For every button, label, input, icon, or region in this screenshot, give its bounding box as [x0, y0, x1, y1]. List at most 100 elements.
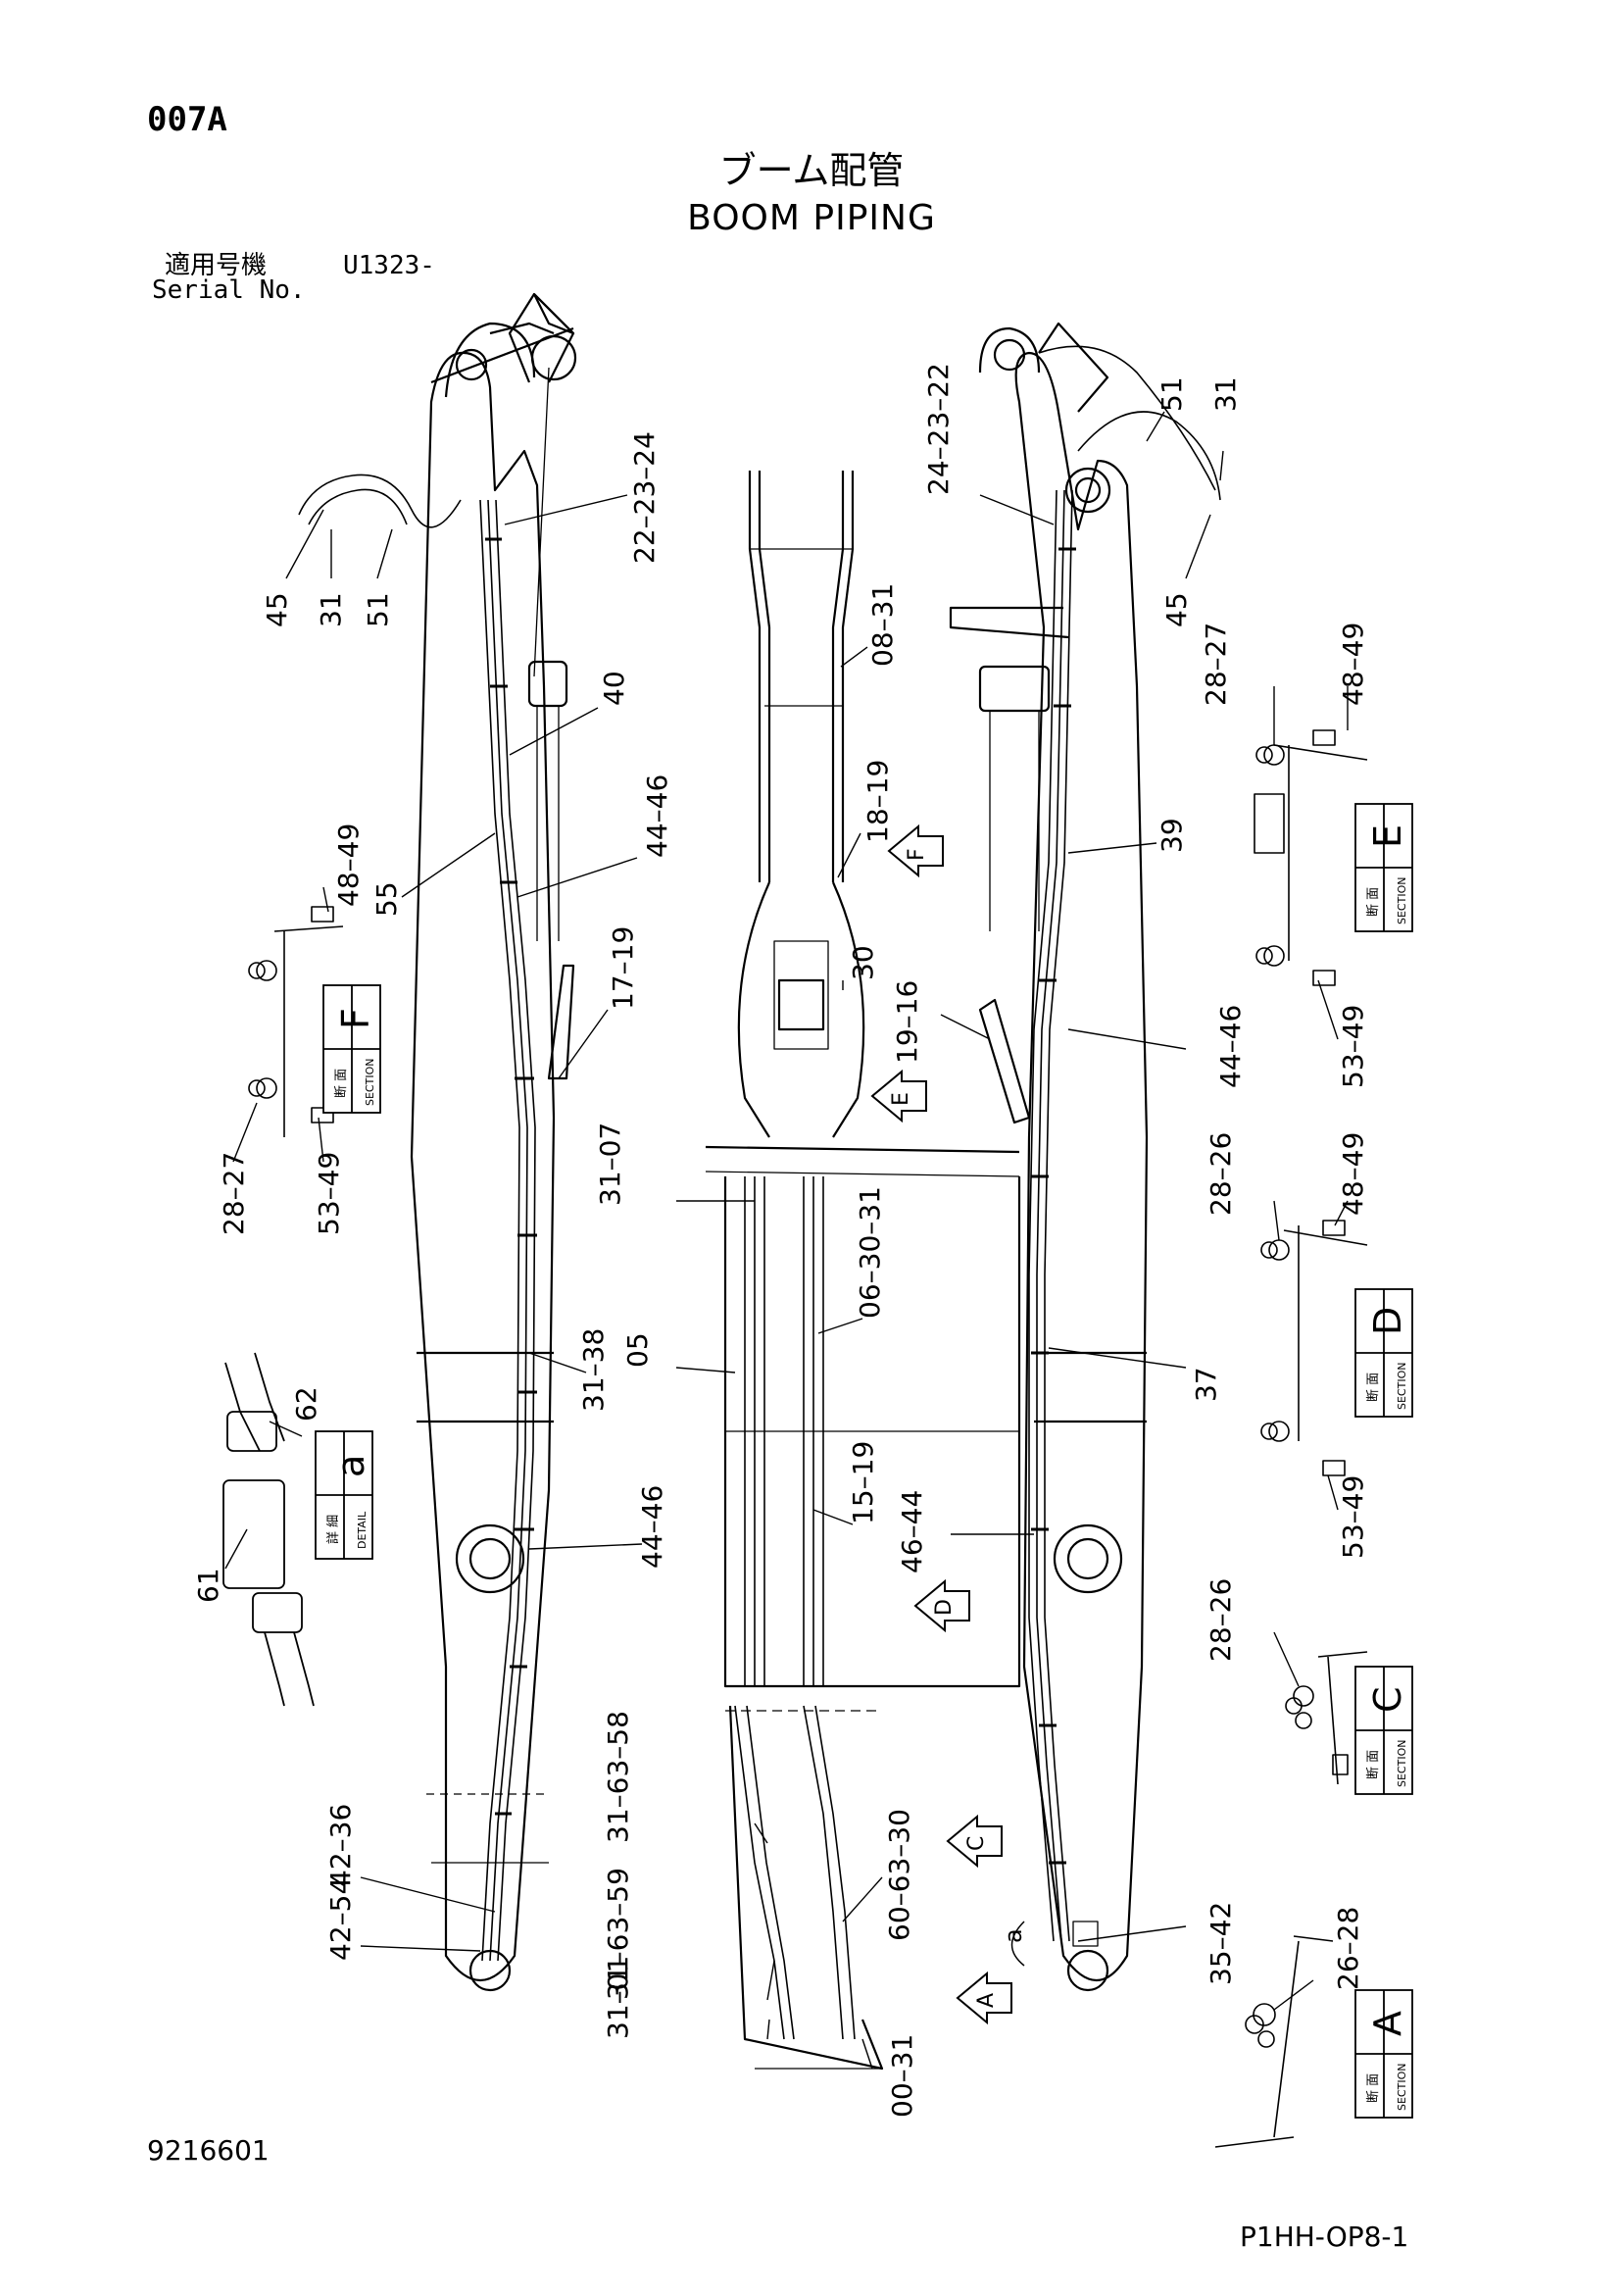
view-arrow-e-letter: E [889, 1092, 913, 1106]
callout-33: 31 [1209, 376, 1242, 412]
callout-6: 48–49 [332, 824, 365, 907]
detail-a-label-ja: 詳 細 [325, 1515, 341, 1544]
view-arrow-d-letter: D [932, 1599, 957, 1616]
left-boom [298, 292, 577, 1992]
detail-a-marker-letter: a [1000, 1928, 1027, 1943]
section-e-label-ja: 断 面 [1366, 887, 1381, 917]
callout-37: 39 [1156, 818, 1188, 853]
callout-11: 53–49 [313, 1152, 345, 1235]
section-a-label-ja: 断 面 [1366, 2073, 1381, 2103]
callout-34: 45 [1160, 592, 1193, 627]
callout-7: 55 [370, 881, 403, 917]
callout-17: 42–36 [324, 1804, 357, 1887]
callout-41: 28–26 [1205, 1132, 1237, 1216]
callout-30: 31–01 [602, 1956, 634, 2039]
section-f-box [322, 984, 381, 1114]
section-c-box [1354, 1666, 1413, 1795]
callout-44: 53–49 [1337, 1475, 1369, 1559]
section-d-sketch [1260, 1220, 1368, 1476]
section-e-box [1354, 803, 1413, 932]
serial-number-value: U1323- [343, 251, 435, 280]
callout-2: 31 [315, 592, 347, 627]
view-arrow-c-letter: C [964, 1836, 989, 1851]
section-d-label-en: SECTION [1396, 1363, 1408, 1410]
callout-19: 24–23–22 [922, 363, 955, 495]
section-e-label-en: SECTION [1396, 877, 1408, 924]
view-arrow-f [887, 824, 944, 878]
callout-22: 30 [847, 945, 879, 980]
callout-38: 19–16 [891, 980, 923, 1064]
section-d-label-ja: 断 面 [1366, 1373, 1381, 1402]
view-arrow-d [913, 1578, 970, 1633]
callout-13: 05 [621, 1332, 654, 1368]
view-arrow-c [946, 1814, 1003, 1869]
callout-43: 37 [1190, 1367, 1222, 1402]
detail-a-label-en: DETAIL [356, 1511, 369, 1549]
section-f-label-en: SECTION [364, 1059, 376, 1106]
view-arrow-a-letter: A [974, 1993, 999, 2008]
callout-36: 48–49 [1337, 623, 1369, 706]
section-a-box [1354, 1989, 1413, 2119]
view-arrow-a [956, 1971, 1012, 2025]
callout-45: 28–26 [1205, 1578, 1237, 1662]
document-number: 9216601 [147, 2134, 270, 2167]
callout-32: 51 [1156, 376, 1188, 412]
callout-26: 46–44 [896, 1490, 928, 1573]
section-d-letter: D [1366, 1307, 1409, 1335]
callout-12: 31–38 [577, 1328, 610, 1412]
callout-27: 31–63–58 [602, 1711, 634, 1843]
callout-10: 28–27 [218, 1152, 250, 1235]
callout-24: 06–30–31 [854, 1186, 886, 1319]
serial-label-japanese: 適用号機 [165, 251, 268, 280]
callout-25: 15–19 [847, 1441, 879, 1524]
callout-31: 00–31 [886, 2034, 918, 2118]
detail-a-box [315, 1430, 373, 1560]
section-f-letter: F [334, 1008, 377, 1029]
callout-29: 31–63–59 [602, 1868, 634, 2000]
section-c-sketch [1285, 1651, 1368, 1785]
section-a-letter: A [1366, 2011, 1409, 2036]
section-d-box [1354, 1288, 1413, 1418]
section-c-label-en: SECTION [1396, 1740, 1408, 1787]
center-plan-view [705, 471, 1021, 2071]
callout-20: 08–31 [866, 583, 899, 667]
serial-label: Serial No. [152, 275, 306, 305]
callout-3: 51 [362, 592, 394, 627]
section-a-label-en: SECTION [1396, 2064, 1408, 2111]
callout-47: 26–28 [1332, 1907, 1364, 1990]
callout-18: 42–54 [324, 1877, 357, 1961]
view-arrow-e [870, 1069, 927, 1123]
page-reference: P1HH-OP8-1 [1240, 2221, 1409, 2253]
callout-9: 17–19 [607, 926, 639, 1010]
section-c-label-ja: 断 面 [1366, 1750, 1381, 1779]
view-arrow-f-letter: F [905, 848, 929, 861]
section-c-letter: C [1366, 1686, 1409, 1713]
callout-35: 28–27 [1200, 623, 1232, 706]
callout-16: 61 [192, 1568, 224, 1603]
callout-15: 62 [290, 1386, 322, 1422]
callout-23: 31–07 [594, 1123, 626, 1206]
callout-5: 40 [598, 671, 630, 706]
callout-46: 35–42 [1205, 1902, 1237, 1985]
detail-a-sketch [222, 1352, 315, 1707]
page-code: 007A [147, 100, 227, 139]
section-a-sketch [1214, 1935, 1334, 2148]
detail-a-marker: a [1000, 1921, 1027, 1967]
callout-40: 53–49 [1337, 1005, 1369, 1088]
section-f-label-ja: 断 面 [334, 1069, 349, 1098]
section-e-sketch [1254, 729, 1368, 986]
callout-21: 18–19 [861, 760, 894, 843]
section-f-sketch [248, 906, 344, 1137]
page-title-japanese: ブーム配管 [718, 149, 905, 192]
callout-42: 48–49 [1337, 1132, 1369, 1216]
detail-a-letter: a [329, 1455, 372, 1477]
callout-14: 44–46 [636, 1485, 668, 1569]
callout-28: 60–63–30 [883, 1809, 915, 1941]
callout-4: 22–23–24 [628, 431, 661, 564]
right-boom [949, 322, 1221, 1992]
section-e-letter: E [1366, 824, 1409, 848]
callout-39: 44–46 [1214, 1005, 1247, 1088]
callout-1: 45 [261, 592, 293, 627]
callout-8: 44–46 [641, 774, 673, 858]
